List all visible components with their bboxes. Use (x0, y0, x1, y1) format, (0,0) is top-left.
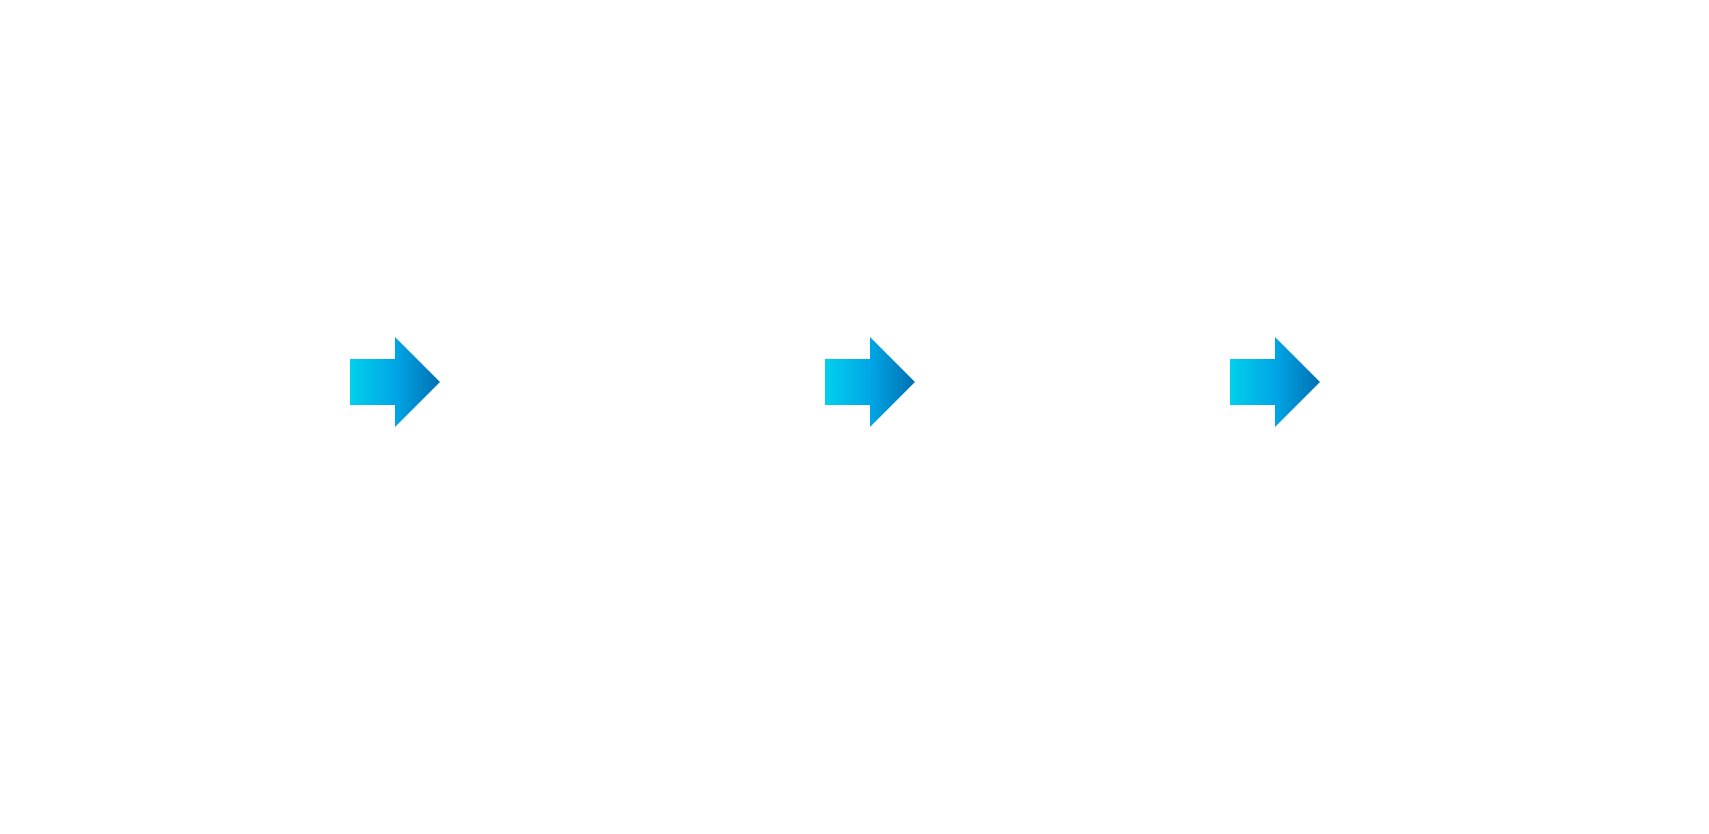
right-arrow-icon (1230, 337, 1320, 427)
flow-arrow-1 (350, 337, 440, 427)
flow-arrow-2 (825, 337, 915, 427)
right-arrow-icon (350, 337, 440, 427)
right-arrow-icon (825, 337, 915, 427)
flow-arrow-3 (1230, 337, 1320, 427)
